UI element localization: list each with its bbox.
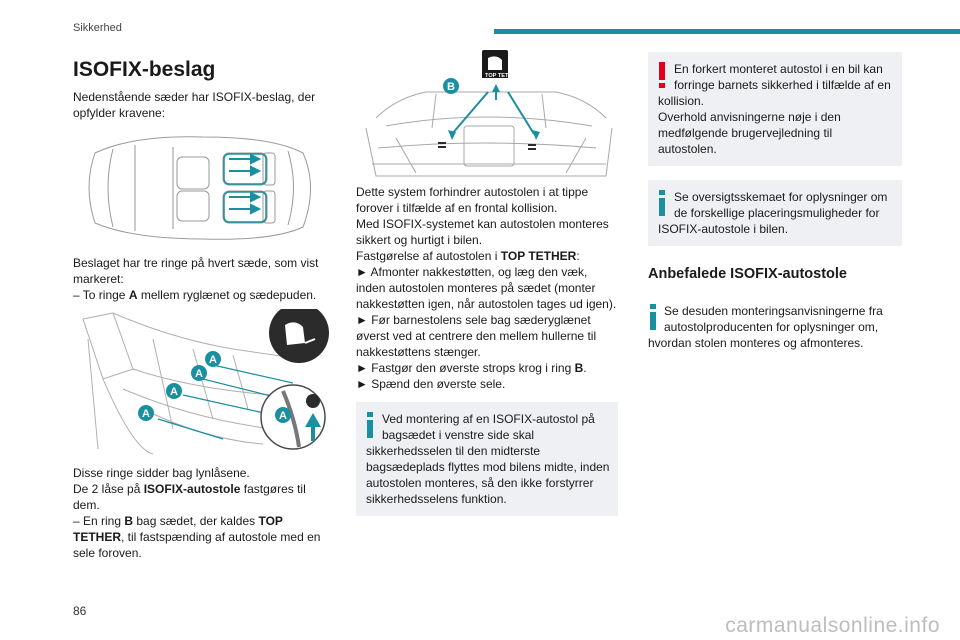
ring-label-b: B	[447, 81, 455, 93]
intro-text: Nedenstående sæder har ISOFIX-beslag, de…	[73, 90, 316, 120]
section-header-label: Sikkerhed	[73, 22, 122, 34]
step-2: ► Før barnestolens sele bag sæderyglænet…	[356, 313, 597, 359]
info-note-overview: Se oversigtsskemaet for oplysninger om d…	[648, 180, 902, 246]
column-3: En forkert monteret autostol i en bil ka…	[648, 52, 902, 360]
ring-label-a: A	[279, 410, 287, 422]
step-4: ► Spænd den øverste sele.	[356, 377, 506, 391]
top-tether-illustration: TOP TETHER B	[356, 48, 618, 180]
behind-zip-text: Disse ringe sidder bag lynlåsene.	[73, 466, 250, 480]
rings-intro-text: Beslaget har tre ringe på hvert sæde, so…	[73, 256, 319, 286]
ring-label-a: A	[209, 354, 217, 366]
anti-tip-text: Dette system forhindrer autostolen i at …	[356, 185, 589, 215]
ring-label-a: A	[142, 408, 150, 420]
info-note-manufacturer: Se desuden monteringsanvisningerne fra a…	[648, 294, 902, 360]
info-icon	[367, 412, 373, 438]
watermark: carmanualsonline.info	[725, 614, 940, 637]
recommended-seats-heading: Anbefalede ISOFIX-autostole	[648, 266, 847, 282]
ring-label-a: A	[195, 368, 203, 380]
page-title: ISOFIX-beslag	[73, 58, 216, 81]
isofix-mount-text: Med ISOFIX-systemet kan autostolen monte…	[356, 217, 609, 247]
warning-note: En forkert monteret autostol i en bil ka…	[648, 52, 902, 166]
column-1: ISOFIX-beslag Nedenstående sæder har ISO…	[73, 52, 331, 561]
locks-text: De 2 låse på ISOFIX-autostole fastgøres …	[73, 482, 306, 512]
column-2: TOP TETHER B Dette system forhindrer aut…	[356, 48, 618, 516]
top-tether-heading-text: Fastgørelse af autostolen i TOP TETHER:	[356, 249, 580, 263]
step-1: ► Afmonter nakkestøtten, og læg den væk,…	[356, 265, 617, 311]
isofix-rings-illustration: A A A A A	[73, 309, 331, 459]
info-icon	[650, 304, 656, 330]
step-3: ► Fastgør den øverste strops krog i ring…	[356, 361, 587, 375]
car-seats-diagram	[73, 131, 331, 243]
top-tether-badge: TOP TETHER	[485, 73, 520, 79]
ring-label-a: A	[170, 386, 178, 398]
warning-icon	[659, 62, 665, 88]
ring-b-text: – En ring B bag sædet, der kaldes TOP TE…	[73, 514, 321, 560]
page-number: 86	[73, 604, 87, 618]
section-header-bar	[494, 29, 960, 34]
info-note-left-seat: Ved montering af en ISOFIX-autostol på b…	[356, 402, 618, 516]
ring-a-text: – To ringe A mellem ryglænet og sædepude…	[73, 288, 317, 302]
info-icon	[659, 190, 665, 216]
